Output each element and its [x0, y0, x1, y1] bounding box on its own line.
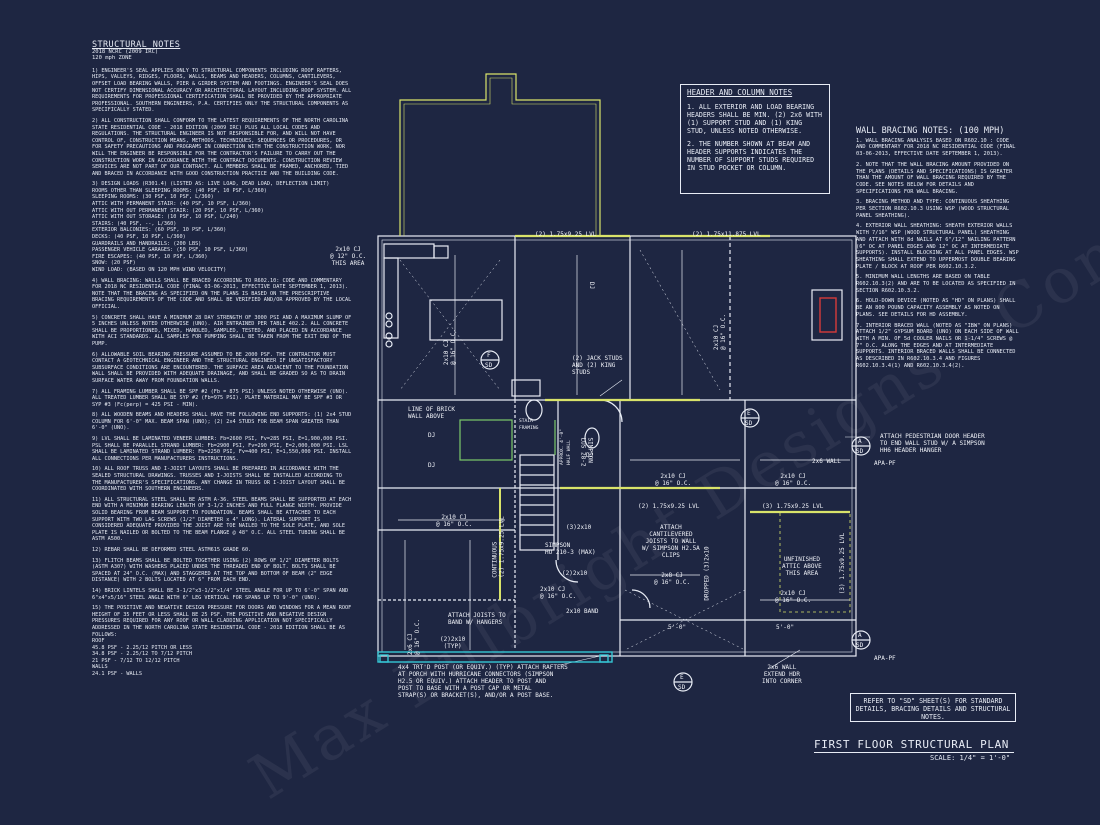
label-dj-2: DJ	[428, 432, 436, 439]
label-cantilever: ATTACH CANTILEVERED JOISTS TO WALL W/ SI…	[642, 524, 700, 559]
note-15: 15) THE POSITIVE AND NEGATIVE DESIGN PRE…	[92, 605, 352, 678]
label-apa-pf-2: APA-PF	[874, 655, 896, 662]
header-note-1: 1. ALL EXTERIOR AND LOAD BEARING HEADERS…	[687, 103, 822, 135]
label-2x10-d: 2x10 CJ @ 16" O.C.	[775, 473, 812, 487]
header-note-2: 2. THE NUMBER SHOWN AT BEAM AND HEADER S…	[687, 140, 815, 172]
label-dim-2: 5'-0"	[776, 624, 795, 631]
note-2: 2) ALL CONSTRUCTION SHALL CONFORM TO THE…	[92, 117, 352, 177]
note-4: 4) WALL BRACING: WALLS SHALL BE BRACED A…	[92, 277, 355, 310]
section-a1-sheet: SD	[856, 448, 864, 455]
label-stair-framing: STAIR FRAMING	[519, 419, 539, 431]
section-e1-letter: E	[747, 410, 751, 417]
header-notes-title: HEADER AND COLUMN NOTES	[687, 88, 793, 97]
label-2x6-wall: 2x6 WALL	[812, 458, 841, 465]
label-2x10-mid: 2x10 CJ @ 16" O.C.	[443, 328, 458, 366]
note-11: 11) ALL STRUCTURAL STEEL SHALL BE ASTM A…	[92, 496, 355, 543]
label-porch-post: 4x4 TRT'D POST (OR EQUIV.) (TYP) ATTACH …	[398, 664, 568, 699]
wall-bracing-title: WALL BRACING NOTES: (100 MPH)	[856, 126, 1005, 136]
label-2x10-pair: (2)2x10	[562, 570, 588, 577]
note-7: 7) ALL FRAMING LUMBER SHALL BE SPF #2 (F…	[92, 388, 352, 408]
bay-walls	[399, 73, 601, 236]
bracing-note-1: 1. WALL BRACING ANALYSIS BASED ON R602.1…	[856, 137, 1016, 158]
plan-scale: SCALE: 1/4" = 1'-0"	[930, 754, 1011, 762]
label-2x10-typ: (2)2x10 (TYP)	[440, 636, 466, 650]
label-3x10: (3)2x10	[566, 524, 592, 531]
label-dj-3: DJ	[428, 462, 436, 469]
note-10: 10) ALL ROOF TRUSS AND I-JOIST LAYOUTS S…	[92, 466, 349, 493]
note-13: 13) FLITCH BEAMS SHALL BE BOLTED TOGETHE…	[92, 557, 342, 584]
label-simpson-hu: SIMPSON HU 210-3 (MAX)	[545, 542, 596, 556]
section-e2-sheet: SD	[678, 684, 686, 691]
bracing-note-5: 5. MINIMUM WALL LENGTHS ARE BASED ON TAB…	[856, 274, 1016, 294]
label-2x6-cj: 2x6 CJ @ 16" O.C.	[407, 618, 422, 656]
note-9: 9) LVL SHALL BE LAMINATED VENEER LUMBER:…	[92, 436, 355, 462]
label-2x10-c: 2x10 CJ @ 16" O.C.	[655, 473, 692, 487]
label-2x10-cj-left: 2x10 CJ @ 12" O.C. THIS AREA	[330, 246, 367, 267]
section-e1-sheet: SD	[745, 420, 753, 427]
bracing-note-4: 4. EXTERIOR WALL SHEATHING: SHEATH EXTER…	[856, 223, 1019, 270]
header-column-notes: HEADER AND COLUMN NOTES 1. ALL EXTERIOR …	[680, 84, 830, 194]
note-5: 5) CONCRETE SHALL HAVE A MINIMUM 28 DAY …	[92, 314, 355, 347]
label-dim-1: 5'-0"	[668, 624, 687, 631]
label-unfinished-attic: UNFINISHED ATTIC ABOVE THIS AREA	[782, 556, 822, 577]
label-continuous-lvl: CONTINUOUS (2) 1.75x9.25 LVL	[491, 516, 506, 578]
code-reference: 2018 NCRC (2009 IRC)	[92, 48, 159, 55]
label-dj-1: DJ	[588, 281, 596, 290]
section-f-letter: F	[487, 352, 491, 359]
label-dropped: DROPPED (3)2x10	[703, 546, 711, 601]
note-1: 1) ENGINEER'S SEAL APPLIES ONLY TO STRUC…	[92, 67, 355, 114]
label-2x10-f: 2x10 CJ @ 16" O.C.	[540, 586, 577, 600]
label-3-lvl: (3) 1.75x9.25 LVL	[839, 532, 847, 595]
section-a1-letter: A	[858, 438, 862, 445]
label-dj-4: DJ	[586, 452, 594, 459]
label-beam-mid: (2) 1.75x9.25 LVL	[638, 503, 700, 510]
wall-bracing-notes: WALL BRACING NOTES: (100 MPH) 1. WALL BR…	[856, 126, 1020, 374]
section-f-sheet: SD	[485, 362, 493, 369]
label-apa-pf-1: APA-PF	[874, 460, 896, 467]
label-attach-band: ATTACH JOISTS TO BAND W/ HANGERS	[448, 612, 506, 626]
refer-sd-note: REFER TO "SD" SHEET(S) FOR STANDARD DETA…	[850, 693, 1016, 722]
label-2x10-band: 2x10 BAND	[566, 608, 599, 615]
structural-notes: STRUCTURAL NOTES 2018 NCRC (2009 IRC) 12…	[92, 40, 355, 682]
note-6: 6) ALLOWABLE SOIL BEARING PRESSURE ASSUM…	[92, 351, 352, 384]
label-2x10-e: 2x10 CJ @ 16" O.C.	[775, 590, 812, 604]
label-2x10-b1: 2x10 CJ @ 16" O.C.	[436, 514, 473, 528]
label-attach-pedestrian: ATTACH PEDESTRIAN DOOR HEADER TO END WAL…	[880, 433, 985, 454]
bracing-note-7: 7. INTERIOR BRACED WALL (NOTED AS "IBW" …	[856, 322, 1019, 369]
label-brick-wall: LINE OF BRICK WALL ABOVE	[408, 406, 455, 420]
plan-title: FIRST FLOOR STRUCTURAL PLAN	[814, 738, 1014, 753]
label-half-wall: APPROX. 4'-0" HALF WALL	[559, 429, 572, 465]
label-beam-top1: (2) 1.75x9.25 LVL	[535, 231, 597, 238]
structural-notes-title: STRUCTURAL NOTES	[92, 40, 181, 50]
section-a2-sheet: SD	[856, 642, 864, 649]
label-beam-top2: (2) 1.75x11.875 LVL	[692, 231, 761, 238]
label-2x6-extend: 2x6 WALL EXTEND HDR INTO CORNER	[762, 664, 802, 685]
label-2x10-right: 2x10 CJ @ 16" O.C.	[713, 313, 728, 351]
note-12: 12) REBAR SHALL BE DEFORMED STEEL ASTM61…	[92, 546, 252, 553]
note-14: 14) BRICK LINTELS SHALL BE 3-1/2"x3-1/2"…	[92, 587, 352, 601]
label-jack-studs: (2) JACK STUDS AND (2) KING STUDS	[572, 355, 623, 376]
label-beam-right: (3) 1.75x9.25 LVL	[762, 503, 824, 510]
bracing-note-6: 6. HOLD-DOWN DEVICE (NOTED AS "HD" ON PL…	[856, 298, 1016, 318]
label-2x8-cj: 2x8 CJ @ 16" O.C.	[654, 572, 691, 586]
wind-zone: 120 mph ZONE	[92, 55, 132, 62]
section-e2-letter: E	[680, 674, 684, 681]
porch	[377, 651, 613, 663]
note-8: 8) ALL WOODEN BEAMS AND HEADERS SHALL HA…	[92, 412, 355, 432]
fireplace-accent	[819, 297, 837, 333]
bracing-note-3: 3. BRACING METHOD AND TYPE: CONTINUOUS S…	[856, 199, 1010, 219]
section-a2-letter: A	[858, 632, 862, 639]
bracing-note-2: 2. NOTE THAT THE WALL BRACING AMOUNT PRO…	[856, 161, 1013, 195]
note-3: 3) DESIGN LOADS (R301.4) (LISTED AS: LIV…	[92, 181, 330, 273]
